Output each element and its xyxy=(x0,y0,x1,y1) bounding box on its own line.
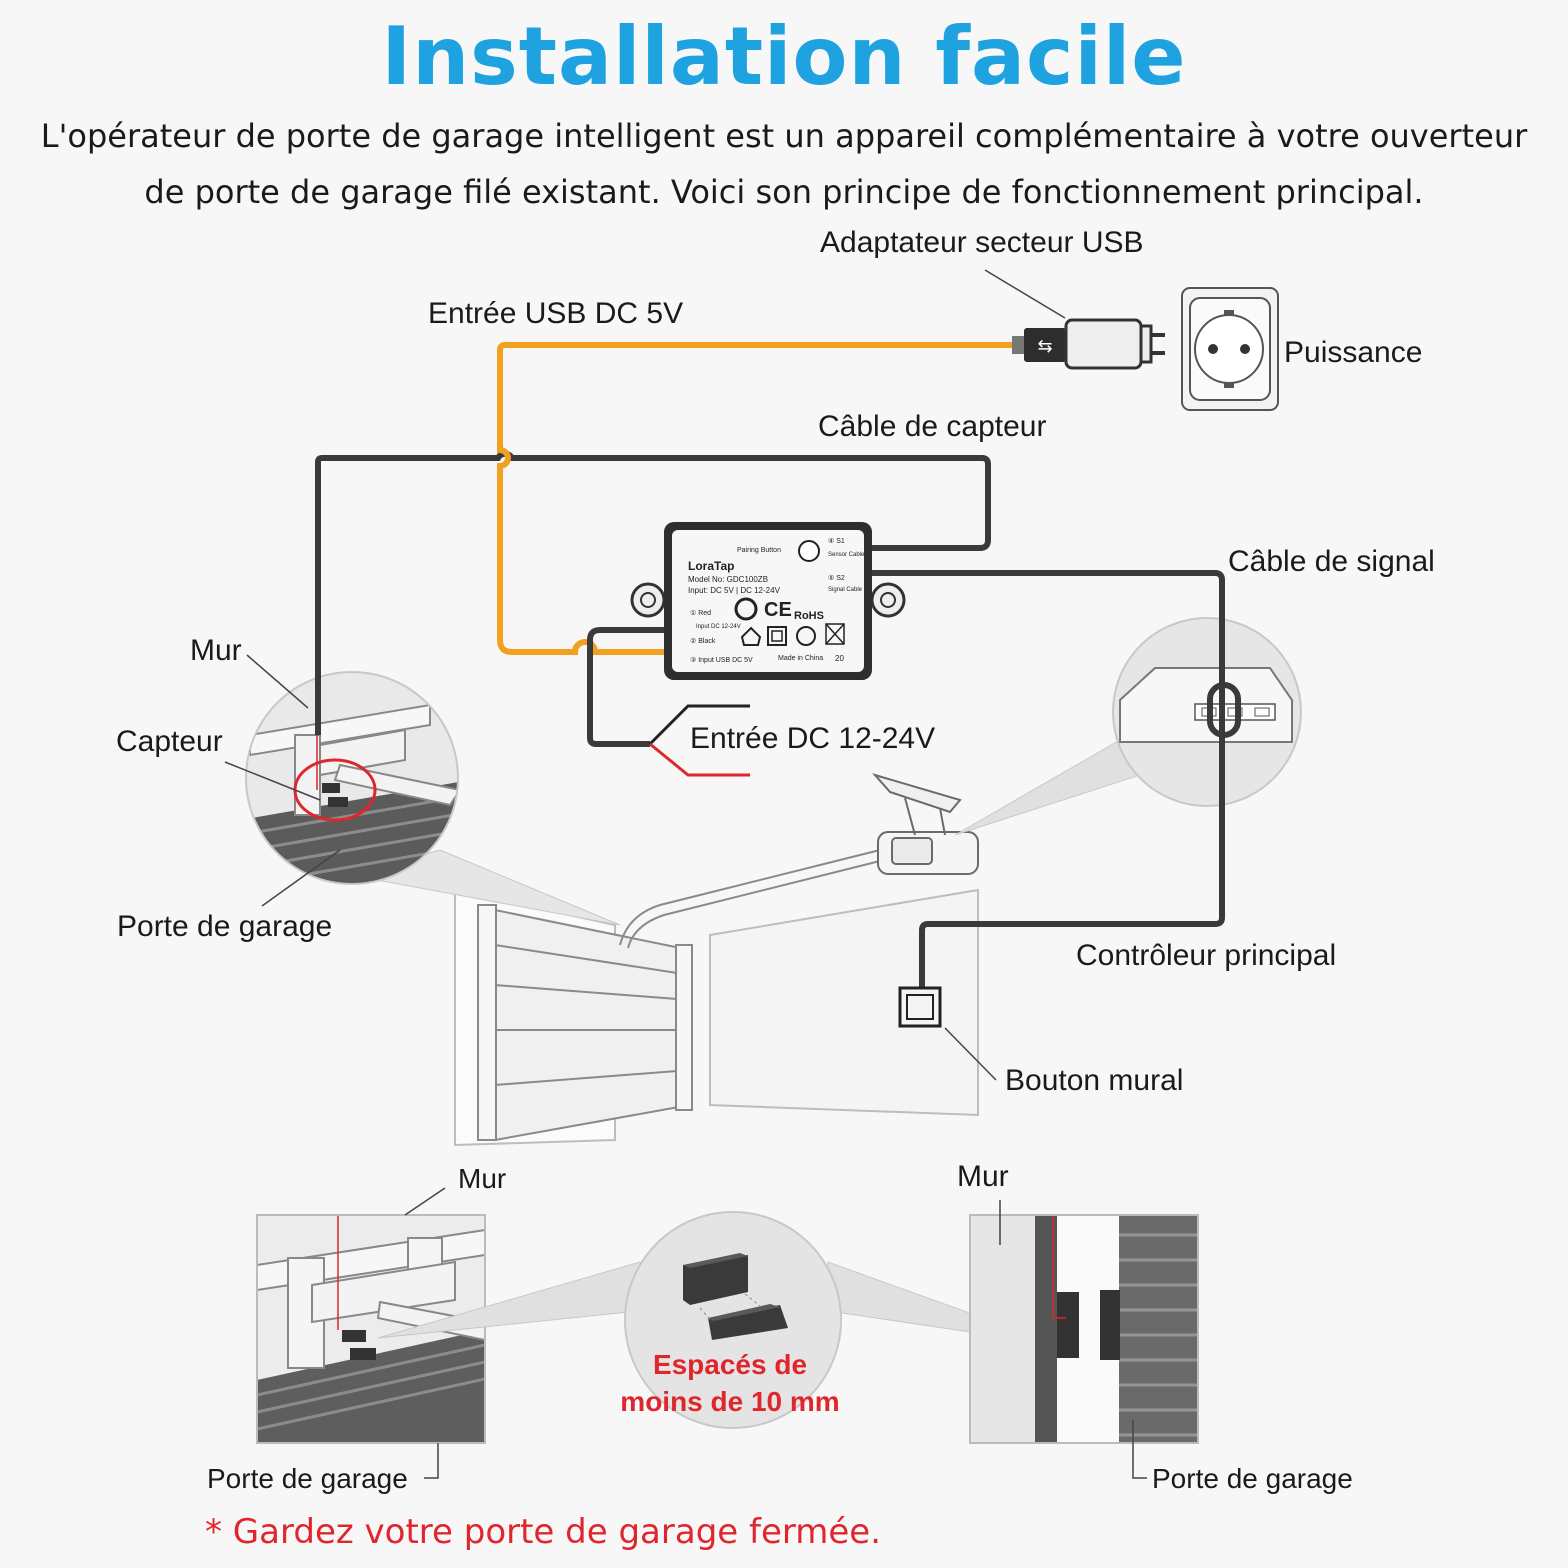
svg-text:① Red: ① Red xyxy=(690,609,711,617)
label-bottom-wall-left: Mur xyxy=(458,1163,507,1194)
label-sensor: Capteur xyxy=(116,725,223,758)
label-power: Puissance xyxy=(1284,336,1423,369)
label-bottom-door-left: Porte de garage xyxy=(207,1463,408,1494)
label-usb-adapter: Adaptateur secteur USB xyxy=(820,226,1144,259)
intro-text: L'opérateur de porte de garage intellige… xyxy=(40,117,1528,211)
dc-input-wire xyxy=(587,627,666,747)
label-main-controller: Contrôleur principal xyxy=(1076,939,1337,972)
wall-button xyxy=(898,986,997,1081)
garage-scene xyxy=(454,773,979,1147)
usb-cable xyxy=(497,342,1025,655)
svg-text:⇆: ⇆ xyxy=(1037,336,1052,357)
footer-note: * Gardez votre porte de garage fermée. xyxy=(205,1512,882,1552)
svg-text:RoHS: RoHS xyxy=(794,610,824,622)
svg-text:Sensor Cable: Sensor Cable xyxy=(828,552,865,558)
controller-device: Pairing Button ④ S1 Sensor Cable ⑤ S2 Si… xyxy=(630,522,906,680)
label-garage-door: Porte de garage xyxy=(117,910,333,943)
svg-text:Made in China: Made in China xyxy=(778,655,823,662)
usb-adapter: ⇆ xyxy=(984,269,1165,370)
zoom-beam-controller xyxy=(954,739,1141,836)
svg-text:⑤ S2: ⑤ S2 xyxy=(828,574,845,582)
svg-text:Input: DC 5V | DC 12-24V: Input: DC 5V | DC 12-24V xyxy=(688,586,781,595)
page-title: Installation facile xyxy=(381,10,1187,103)
svg-text:LoraTap: LoraTap xyxy=(688,559,734,573)
svg-text:Signal Cable: Signal Cable xyxy=(828,587,863,593)
gap-bubble xyxy=(624,1211,842,1429)
gap-note-line1: Espacés de xyxy=(652,1349,808,1380)
svg-text:Input DC 12-24V: Input DC 12-24V xyxy=(696,624,741,630)
label-usb-input: Entrée USB DC 5V xyxy=(428,297,684,330)
svg-text:Model No: GDC100ZB: Model No: GDC100ZB xyxy=(688,575,768,584)
signal-cable xyxy=(872,570,1225,990)
gap-note-line2: moins de 10 mm xyxy=(620,1386,840,1417)
bottom-right-photo xyxy=(969,1200,1199,1479)
sensor-bubble xyxy=(245,671,459,885)
svg-text:② Black: ② Black xyxy=(690,637,716,645)
label-wall-button: Bouton mural xyxy=(1005,1064,1184,1097)
label-bottom-door-right: Porte de garage xyxy=(1152,1463,1353,1494)
label-signal-cable: Câble de signal xyxy=(1228,545,1435,578)
svg-text:Pairing Button: Pairing Button xyxy=(737,547,781,554)
bottom-left-photo xyxy=(256,1187,486,1479)
svg-text:③ Input USB DC 5V: ③ Input USB DC 5V xyxy=(690,656,753,664)
wall-socket xyxy=(1181,287,1279,411)
label-sensor-cable: Câble de capteur xyxy=(818,410,1047,443)
label-wall: Mur xyxy=(190,634,242,667)
sensor-cable xyxy=(315,450,991,735)
gap-note: Espacés de moins de 10 mm xyxy=(600,1346,860,1420)
label-bottom-wall-right: Mur xyxy=(957,1160,1009,1193)
svg-text:20: 20 xyxy=(835,654,844,663)
svg-text:④ S1: ④ S1 xyxy=(828,537,845,545)
svg-text:CE: CE xyxy=(764,599,792,621)
label-dc-input: Entrée DC 12-24V xyxy=(690,722,936,755)
